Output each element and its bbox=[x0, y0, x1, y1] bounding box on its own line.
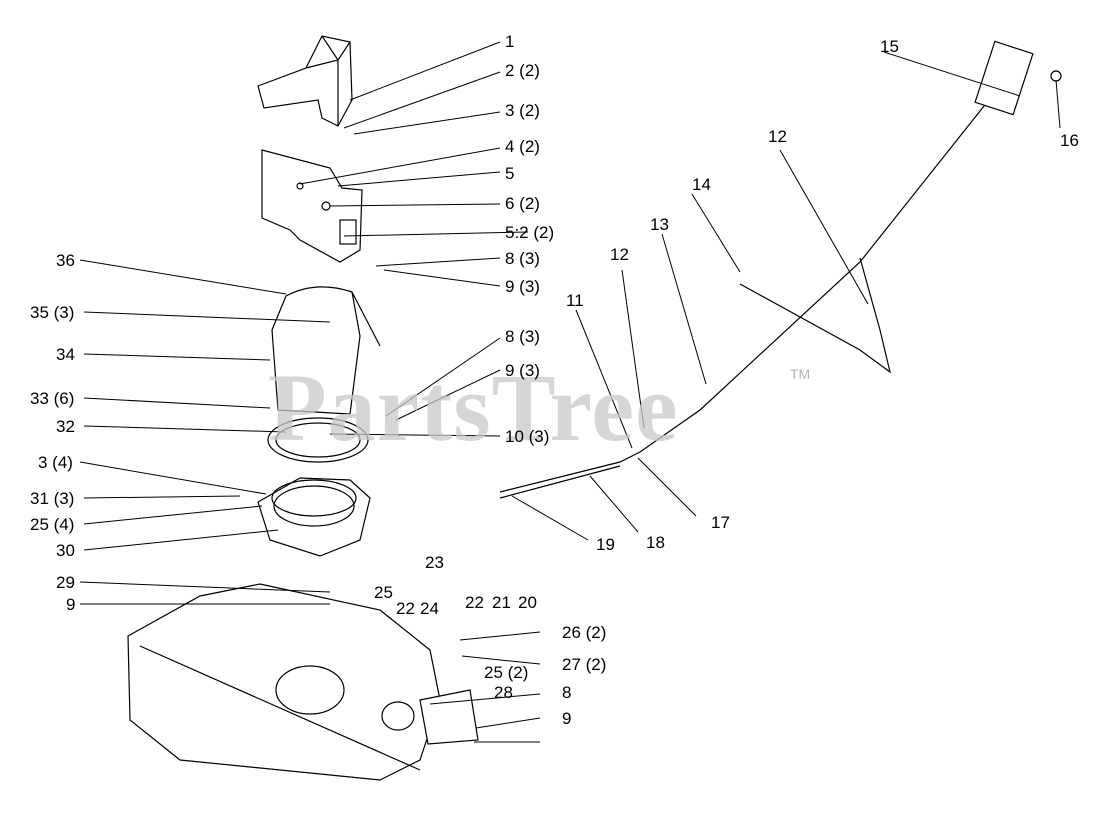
chute-base-part bbox=[257, 477, 371, 557]
callout-14: 14 bbox=[692, 175, 711, 194]
callout-25-b: 25 bbox=[374, 583, 393, 602]
callout-30: 30 bbox=[56, 541, 75, 560]
callout-12-a: 12 bbox=[610, 245, 629, 264]
callout-20: 20 bbox=[518, 593, 537, 612]
callout-17: 17 bbox=[711, 513, 730, 532]
callout-24: 24 bbox=[420, 599, 439, 618]
callout-6: 6 (2) bbox=[505, 194, 540, 213]
callout-19: 19 bbox=[596, 535, 615, 554]
callout-36: 36 bbox=[56, 251, 75, 270]
callout-29: 29 bbox=[56, 573, 75, 592]
callout-5-2: 5:2 (2) bbox=[505, 223, 555, 242]
callout-9-c: 9 bbox=[66, 595, 76, 614]
callout-23: 23 bbox=[425, 553, 444, 572]
housing-part bbox=[127, 583, 441, 781]
callout-21: 21 bbox=[492, 593, 511, 612]
leader-lines bbox=[79, 41, 1061, 743]
callout-27: 27 (2) bbox=[562, 655, 607, 674]
callout-3: 3 (2) bbox=[505, 101, 540, 120]
callout-34: 34 bbox=[56, 345, 75, 364]
ring-gear-part bbox=[267, 417, 369, 463]
callout-11: 11 bbox=[566, 291, 584, 310]
callout-13: 13 bbox=[650, 215, 669, 234]
callout-4: 4 (2) bbox=[505, 137, 540, 156]
callout-32: 32 bbox=[56, 417, 75, 436]
callout-5: 5 bbox=[505, 164, 515, 183]
callout-33: 33 (6) bbox=[30, 389, 75, 408]
callout-10: 10 (3) bbox=[505, 427, 550, 446]
chute-cylinder-part bbox=[271, 286, 381, 415]
callout-35: 35 (3) bbox=[30, 303, 75, 322]
callout-12-b: 12 bbox=[768, 127, 787, 146]
callout-9-d: 9 bbox=[562, 709, 572, 728]
callout-9-a: 9 (3) bbox=[505, 277, 540, 296]
callout-15: 15 bbox=[880, 37, 899, 56]
watermark-tm: TM bbox=[790, 366, 811, 382]
callout-9-b: 9 (3) bbox=[505, 361, 540, 380]
callout-26: 26 (2) bbox=[562, 623, 607, 642]
callout-8-c: 8 bbox=[562, 683, 572, 702]
control-rod-part bbox=[499, 40, 1062, 499]
callout-25-a: 25 (4) bbox=[30, 515, 75, 534]
callout-22-a: 22 bbox=[396, 599, 415, 618]
callout-16: 16 bbox=[1060, 131, 1079, 150]
bracket-part bbox=[419, 689, 479, 745]
callout-28: 28 bbox=[494, 683, 513, 702]
watermark-text: PartsTree bbox=[268, 354, 679, 461]
callout-3-b: 3 (4) bbox=[38, 453, 73, 472]
callout-31: 31 (3) bbox=[30, 489, 75, 508]
callout-2: 2 (2) bbox=[505, 61, 540, 80]
deflector-part bbox=[257, 35, 353, 127]
callout-8-b: 8 (3) bbox=[505, 327, 540, 346]
callout-8-a: 8 (3) bbox=[505, 249, 540, 268]
callout-18: 18 bbox=[646, 533, 665, 552]
callout-22-b: 22 bbox=[465, 593, 484, 612]
callout-25-c: 25 (2) bbox=[484, 663, 529, 682]
callout-1: 1 bbox=[505, 32, 515, 51]
